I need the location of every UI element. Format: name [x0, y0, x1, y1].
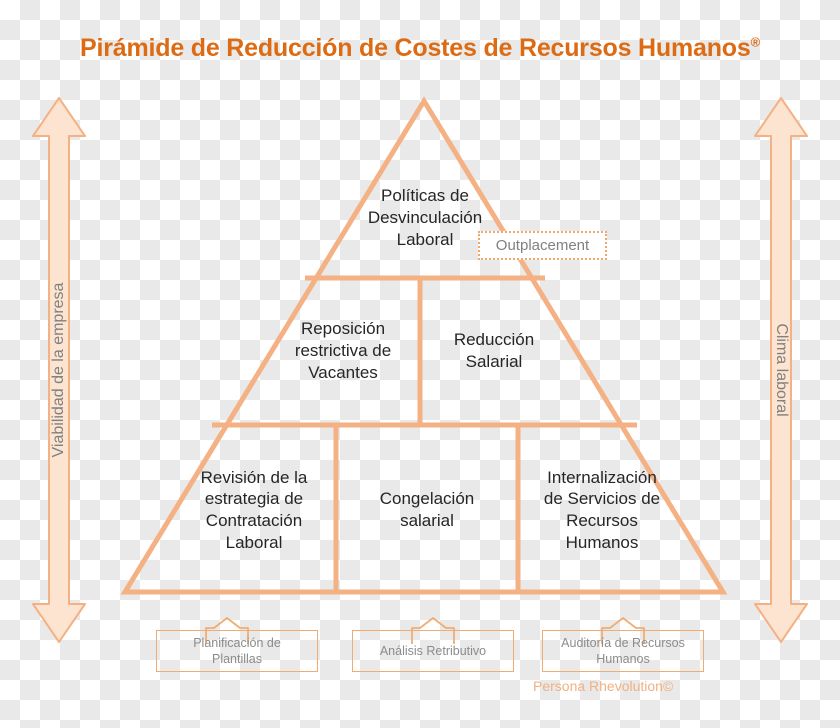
callout-planificacion-plantillas: Planificación de Plantillas	[156, 616, 318, 672]
pyramid-cell-label: Reposición restrictiva de Vacantes	[294, 319, 392, 382]
pyramid-cell-internalizacion-servicios-rrhh: Internalización de Servicios de Recursos…	[522, 440, 682, 580]
right-axis-arrow: Clima laboral	[753, 96, 809, 644]
double-headed-vertical-arrow-icon	[32, 97, 86, 643]
up-arrow-tab-icon	[600, 616, 646, 646]
outplacement-label: Outplacement	[495, 237, 590, 254]
up-arrow-tab-icon	[410, 616, 456, 646]
left-axis-arrow: Viabilidad de la empresa	[31, 96, 87, 644]
pyramid-cell-congelacion-salarial: Congelación salarial	[340, 440, 514, 580]
pyramid-cell-reduccion-salarial: Reducción Salarial	[424, 296, 564, 406]
pyramid-cell-politicas-desvinculacion: Políticas de Desvinculación Laboral	[318, 172, 532, 264]
callout-analisis-retributivo: Análisis Retributivo	[352, 616, 514, 672]
callout-box: Auditoría de Recursos Humanos	[542, 630, 704, 672]
callout-box: Planificación de Plantillas	[156, 630, 318, 672]
page-title-text: Pirámide de Reducción de Costes de Recur…	[80, 34, 751, 62]
pyramid-cell-label: Internalización de Servicios de Recursos…	[543, 467, 661, 552]
callout-box: Análisis Retributivo	[352, 630, 514, 672]
outplacement-badge: Outplacement	[478, 231, 607, 260]
pyramid-cell-label: Congelación salarial	[379, 489, 475, 530]
up-arrow-tab-icon	[204, 616, 250, 646]
pyramid-cell-label: Reducción Salarial	[453, 330, 535, 371]
callout-label: Auditoría de Recursos Humanos	[561, 635, 685, 666]
callout-auditoria-recursos-humanos: Auditoría de Recursos Humanos	[542, 616, 704, 672]
page-title: Pirámide de Reducción de Costes de Recur…	[0, 34, 840, 63]
pyramid-cell-reposicion-vacantes: Reposición restrictiva de Vacantes	[268, 296, 418, 406]
signature-credit: Persona Rhevolution©	[533, 678, 674, 694]
double-headed-vertical-arrow-icon	[754, 97, 808, 643]
pyramid-triangle	[120, 96, 728, 595]
registered-trademark-icon: ®	[750, 34, 761, 50]
callout-label: Análisis Retributivo	[379, 643, 487, 658]
callout-label: Planificación de Plantillas	[193, 635, 281, 666]
pyramid-cell-revision-estrategia-contratacion: Revisión de la estrategia de Contratació…	[175, 440, 333, 580]
pyramid-cell-label: Políticas de Desvinculación Laboral	[367, 186, 483, 249]
pyramid-cell-label: Revisión de la estrategia de Contratació…	[200, 467, 308, 552]
